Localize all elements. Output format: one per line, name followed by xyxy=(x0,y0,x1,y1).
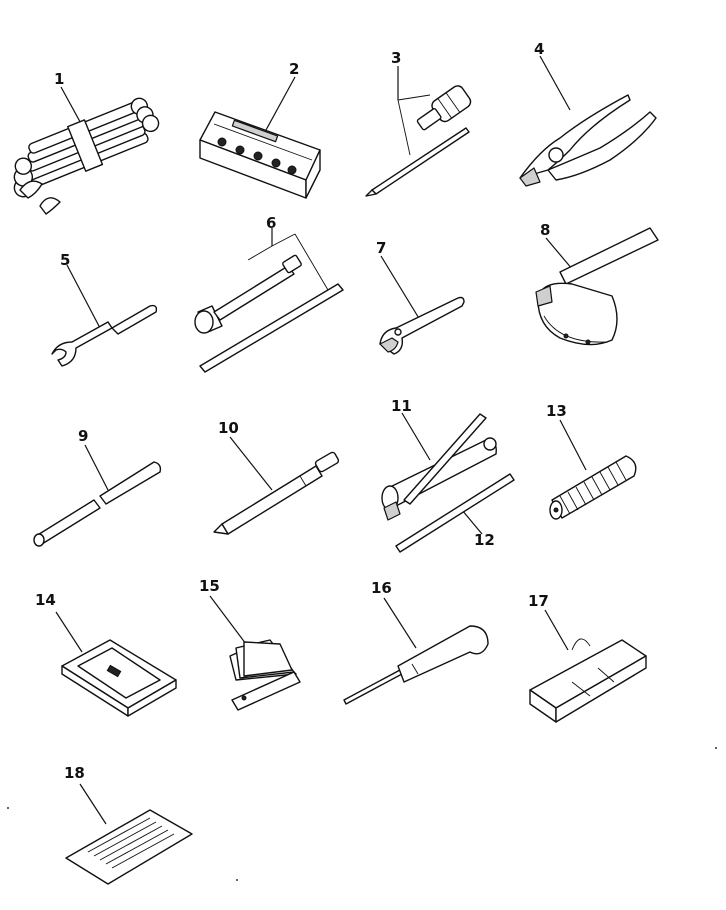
part-number-17: 17 xyxy=(528,592,549,610)
tool-bag-icon xyxy=(529,609,647,723)
hose-icon xyxy=(549,419,637,520)
part-number-7: 7 xyxy=(376,239,386,257)
print-speck xyxy=(715,747,717,749)
part-number-16: 16 xyxy=(371,579,392,597)
part-number-1: 1 xyxy=(54,70,64,88)
punch-icon xyxy=(213,436,340,535)
bar-icon xyxy=(33,444,162,547)
part-number-18: 18 xyxy=(64,764,85,782)
open-end-wrench-icon xyxy=(51,264,158,367)
socket-extension-icon xyxy=(194,228,344,373)
filter-wrench-icon xyxy=(535,227,659,346)
case-icon xyxy=(55,611,177,717)
part-number-2: 2 xyxy=(289,60,299,78)
part-number-11: 11 xyxy=(391,397,412,415)
part-number-14: 14 xyxy=(35,591,56,609)
screwdriver-icon xyxy=(343,597,489,705)
adjustable-wrench-icon xyxy=(379,255,465,355)
part-number-8: 8 xyxy=(540,221,550,239)
print-speck xyxy=(236,879,238,881)
screwdriver-set-icon xyxy=(365,66,472,197)
part-number-5: 5 xyxy=(60,251,70,269)
print-speck xyxy=(7,807,9,809)
manual-icon xyxy=(65,783,193,885)
part-number-15: 15 xyxy=(199,577,220,595)
part-number-12: 12 xyxy=(474,531,495,549)
grease-gun-icon xyxy=(381,412,497,521)
feeler-gauge-icon xyxy=(209,595,301,711)
wrench-set-icon xyxy=(13,86,160,215)
part-number-10: 10 xyxy=(218,419,239,437)
part-number-13: 13 xyxy=(546,402,567,420)
socket-case-icon xyxy=(199,76,321,199)
pliers-icon xyxy=(519,55,657,187)
part-number-9: 9 xyxy=(78,427,88,445)
part-number-6: 6 xyxy=(266,214,276,232)
part-number-3: 3 xyxy=(391,49,401,67)
grease-gun-nozzle-icon xyxy=(395,473,515,553)
part-number-4: 4 xyxy=(534,40,544,58)
